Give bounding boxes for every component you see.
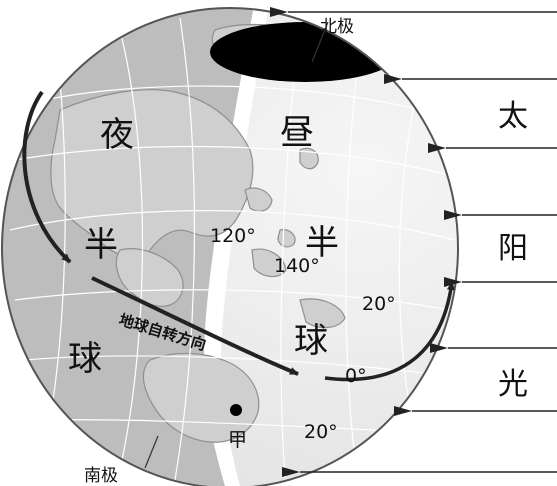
island-1 xyxy=(244,187,273,212)
globe-outline xyxy=(1,7,459,486)
parallel-equator xyxy=(24,355,441,376)
day-hemisphere-char-3: 球 xyxy=(294,321,328,361)
rotation-arrow-right xyxy=(324,281,455,382)
night-hemisphere-char-1: 夜 xyxy=(100,115,134,155)
sunlight-rays xyxy=(270,7,557,477)
meridian xyxy=(119,29,144,471)
rotation-arrow-left xyxy=(22,90,72,264)
longitude-140-label: 140° xyxy=(274,255,320,277)
day-hemisphere-char-2: 半 xyxy=(305,223,339,263)
night-hemisphere-char-3: 球 xyxy=(68,339,102,379)
island-5 xyxy=(299,298,346,329)
rotation-arrow-center xyxy=(91,276,299,376)
meridian xyxy=(174,17,196,481)
north-pole-pointer xyxy=(311,21,329,63)
peninsula xyxy=(115,248,184,307)
south-pole-label: 南极 xyxy=(84,466,118,486)
parallel xyxy=(9,210,456,241)
parallel xyxy=(44,85,421,111)
point-jia-marker xyxy=(230,404,242,416)
latitude-0-label: 0° xyxy=(345,365,367,387)
parallel xyxy=(14,145,451,176)
arctic-circle xyxy=(210,22,400,82)
parallel-20s xyxy=(44,419,421,433)
point-jia-label: 甲 xyxy=(228,429,247,451)
meridian xyxy=(345,44,361,461)
meridian xyxy=(398,99,416,411)
north-pole-label: 北极 xyxy=(320,17,354,37)
night-hemisphere-char-2: 半 xyxy=(84,225,118,265)
day-hemisphere-char-1: 昼 xyxy=(280,113,314,153)
island-3 xyxy=(277,229,296,248)
island-4 xyxy=(251,248,287,278)
island-2 xyxy=(299,147,319,170)
sunlight-char-1: 太 xyxy=(498,99,528,134)
latitude-20s-label: 20° xyxy=(304,421,338,443)
sunlight-char-2: 阳 xyxy=(498,231,528,266)
sunlight-char-3: 光 xyxy=(498,367,528,402)
longitude-120-label: 120° xyxy=(210,225,256,247)
south-pole-pointer xyxy=(144,435,159,469)
latitude-20n-label: 20° xyxy=(362,293,396,315)
parallel-20 xyxy=(14,289,451,311)
